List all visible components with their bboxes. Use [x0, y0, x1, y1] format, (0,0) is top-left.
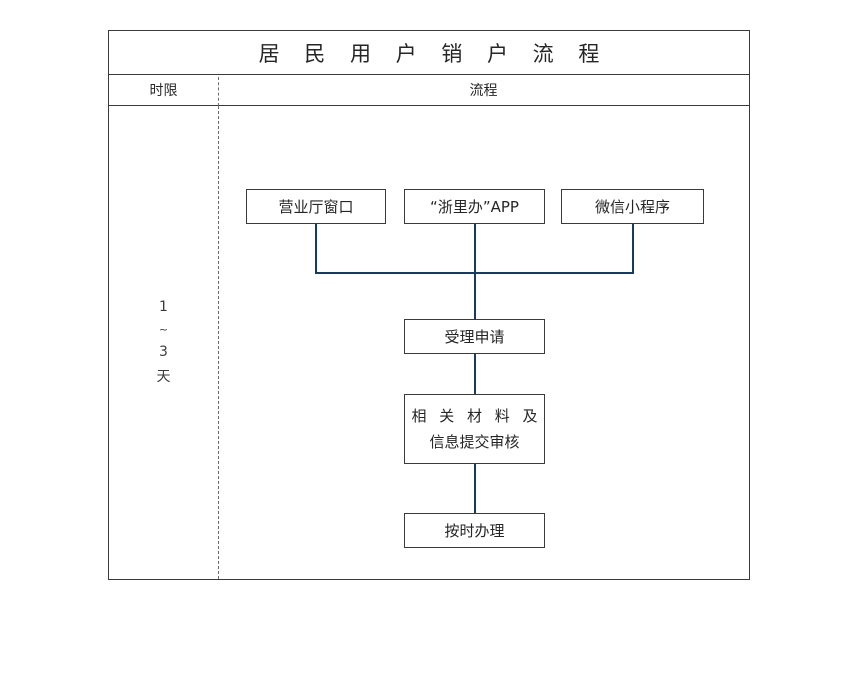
table-body: 1 ~ 3 天 营业厅窗口 “浙里办”APP 微信小程序 — [109, 106, 749, 579]
time-limit-unit: 天 — [156, 369, 171, 385]
flow-node-accept-application[interactable]: 受理申请 — [404, 319, 545, 354]
flow-node-process-on-time[interactable]: 按时办理 — [404, 513, 545, 548]
time-limit-value-min: 1 — [159, 299, 168, 315]
flow-node-channel-zhejiang-app[interactable]: “浙里办”APP — [404, 189, 545, 224]
flow-node-label: “浙里办”APP — [430, 197, 519, 216]
flow-node-label: 营业厅窗口 — [278, 197, 354, 216]
flow-node-label: 微信小程序 — [594, 197, 670, 216]
column-header-flow: 流程 — [469, 83, 498, 99]
connector-drop-service-hall — [315, 224, 317, 274]
flow-node-label-line1: 相 关 材 料 及 — [411, 407, 542, 425]
flow-node-label: 受理申请 — [444, 327, 505, 346]
connector-drop-wechat-miniprogram — [632, 224, 634, 274]
connector-accept-to-materials — [474, 354, 476, 394]
flow-node-materials-and-info-review[interactable]: 相 关 材 料 及 信息提交审核 — [404, 394, 545, 464]
connector-materials-to-process-on-time — [474, 464, 476, 514]
flow-node-label: 按时办理 — [444, 521, 505, 540]
flowchart-table: 居 民 用 户 销 户 流 程 时限 流程 1 ~ 3 天 营业厅窗口 “浙里办… — [108, 30, 750, 580]
flow-node-channel-wechat-miniprogram[interactable]: 微信小程序 — [561, 189, 704, 224]
time-limit-value-max: 3 — [159, 344, 168, 360]
column-divider-dashed-body — [218, 106, 219, 579]
column-divider-dashed-header — [218, 77, 219, 106]
table-title-row: 居 民 用 户 销 户 流 程 — [109, 31, 749, 75]
time-limit-cell: 1 ~ 3 天 — [109, 106, 218, 579]
flow-node-label-line2: 信息提交审核 — [429, 433, 520, 451]
column-header-time-limit: 时限 — [149, 83, 178, 99]
time-limit-range-tilde: ~ — [158, 323, 169, 336]
page-title: 居 民 用 户 销 户 流 程 — [258, 41, 609, 66]
connector-bus-to-accept-application — [474, 224, 476, 334]
flowchart-canvas: 营业厅窗口 “浙里办”APP 微信小程序 受理申请 相 关 材 料 — [218, 106, 749, 579]
table-column-header-row: 时限 流程 — [109, 75, 749, 106]
flow-node-channel-service-hall[interactable]: 营业厅窗口 — [246, 189, 386, 224]
